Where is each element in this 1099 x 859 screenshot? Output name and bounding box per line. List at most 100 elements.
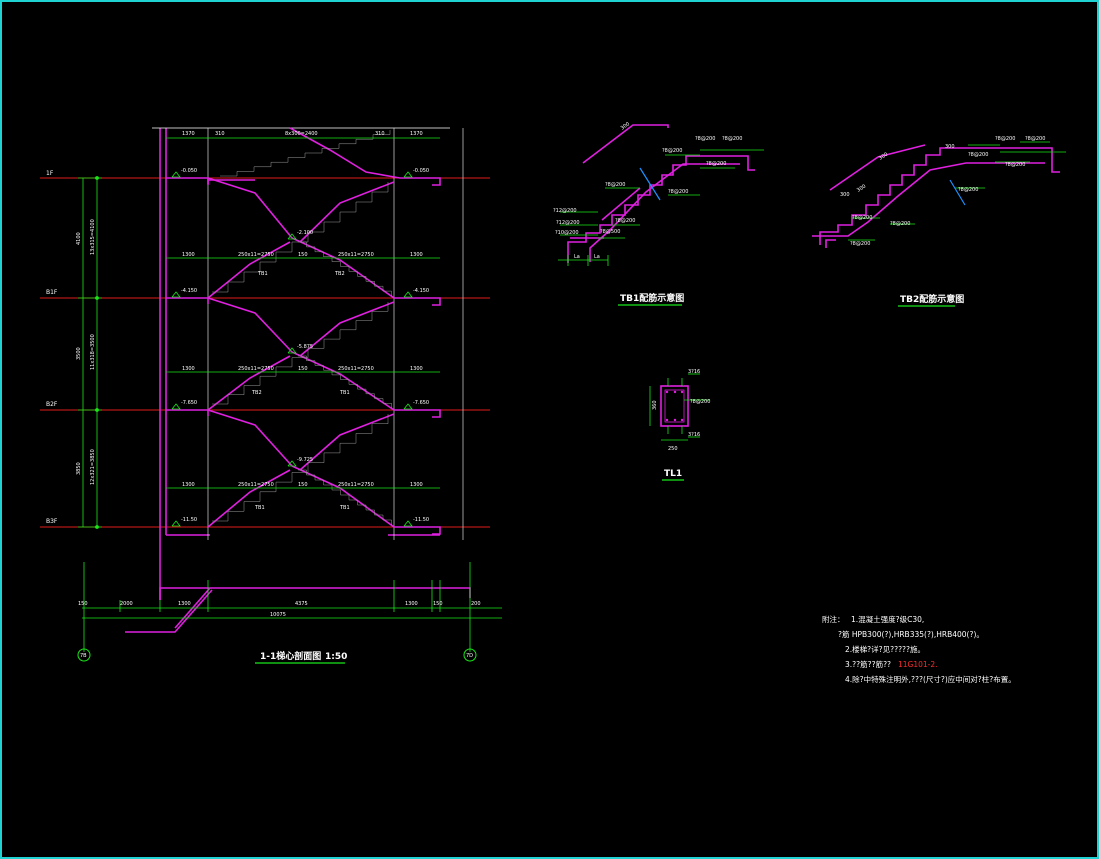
tb1-label-1: 300 bbox=[620, 121, 631, 131]
tb1-label-2: ?8@200 bbox=[695, 136, 715, 142]
stair-flights bbox=[166, 127, 441, 535]
tb2-label-1: 300 bbox=[878, 152, 889, 162]
flight-top bbox=[289, 127, 441, 186]
row-dim-c4: 250x11=2750 bbox=[338, 482, 374, 488]
bottom-dim-7: 200 bbox=[471, 601, 481, 607]
tl1-title: TL1 bbox=[664, 469, 682, 479]
row-dim-a1: 1300 bbox=[182, 252, 195, 258]
section-title: 1-1梯心剖面图 bbox=[260, 650, 321, 662]
note-item-5: 4.除?中特殊注明外,???(尺寸?)应中间对?柱?布置。 bbox=[845, 674, 1016, 684]
stair-hatch bbox=[212, 130, 392, 525]
vertical-dims bbox=[78, 176, 102, 529]
tl1-bottom-bar: 3?16 bbox=[688, 432, 700, 438]
flight-b-1 bbox=[291, 351, 395, 411]
elev-left-b2f: -7.650 bbox=[181, 400, 197, 406]
row-dim-a4: 250x11=2750 bbox=[338, 252, 374, 258]
top-dim-1: 1370 bbox=[182, 131, 195, 137]
flight-a-0 bbox=[207, 177, 293, 239]
foundation bbox=[125, 587, 471, 633]
note-item-4: 3.??筋??筋?? bbox=[845, 659, 891, 669]
elev-landing-3: -9.725 bbox=[297, 457, 313, 463]
top-dim-5: 1370 bbox=[410, 131, 423, 137]
stair-label-5: TB1 bbox=[254, 505, 265, 511]
tb1-label-9: ?8@200 bbox=[605, 182, 625, 188]
section-scale: 1:50 bbox=[325, 652, 347, 662]
row-dim-a2: 250x11=2750 bbox=[238, 252, 274, 258]
height-detail-3: 12x321=3850 bbox=[90, 449, 96, 485]
row-dim-c1: 1300 bbox=[182, 482, 195, 488]
tb2-label-9: ?8@200 bbox=[958, 187, 978, 193]
tb2-detail: 300 300 300 300 ?8@200 ?8@200 ?8@200 ?8@… bbox=[812, 136, 1066, 307]
walls bbox=[159, 128, 440, 600]
elev-landing-1: -2.100 bbox=[297, 230, 313, 236]
axis-right-label: 7D bbox=[466, 653, 473, 659]
flight-c-0 bbox=[299, 181, 395, 243]
row-dim-b1: 1300 bbox=[182, 366, 195, 372]
tl1-detail: 3?16 ?8@200 3?16 360 250 TL1 bbox=[649, 369, 710, 481]
elev-left-1f: -0.050 bbox=[181, 168, 197, 174]
floor-label-1f: 1F bbox=[46, 170, 54, 177]
bottom-dim-5: 1300 bbox=[405, 601, 418, 607]
bottom-dim-4: 4375 bbox=[295, 601, 308, 607]
axis-left-label: 7B bbox=[80, 653, 87, 659]
axis-bubbles bbox=[77, 648, 477, 662]
note-item-3: 2.楼梯?详?见?????施。 bbox=[845, 644, 925, 654]
stair-label-3: TB2 bbox=[251, 390, 262, 396]
stair-label-6: TB1 bbox=[339, 505, 350, 511]
tb1-la-2: La bbox=[594, 254, 600, 260]
tb2-label-7: ?8@200 bbox=[968, 152, 988, 158]
flight-d-0 bbox=[207, 241, 291, 299]
note-highlight: 11G101-2. bbox=[898, 660, 938, 669]
floor-label-b1f: B1F bbox=[46, 289, 58, 296]
tb1-label-4: ?8@200 bbox=[662, 148, 682, 154]
flight-a-2 bbox=[207, 409, 293, 467]
tb2-label-12: ?8@200 bbox=[850, 241, 870, 247]
height-dim-1: 4100 bbox=[76, 232, 82, 245]
floor-label-b2f: B2F bbox=[46, 401, 58, 408]
row-dim-b4: 250x11=2750 bbox=[338, 366, 374, 372]
tb2-label-5: ?8@200 bbox=[995, 136, 1015, 142]
top-dim-4: 310 bbox=[375, 131, 385, 137]
elev-right-3: -7.650 bbox=[413, 400, 429, 406]
landing-slab-0 bbox=[166, 177, 209, 184]
height-dim-2: 3500 bbox=[76, 347, 82, 360]
top-dim-2: 310 bbox=[215, 131, 225, 137]
elev-right-1: -0.050 bbox=[413, 168, 429, 174]
row-dim-c2: 250x11=2750 bbox=[238, 482, 274, 488]
floor-lines bbox=[40, 177, 490, 528]
tb1-label-3: ?8@200 bbox=[722, 136, 742, 142]
row-dim-b5: 1300 bbox=[410, 366, 423, 372]
landing-slab-1 bbox=[166, 297, 209, 304]
height-detail-1: 13x315=4100 bbox=[90, 219, 96, 255]
stair-label-2: TB2 bbox=[334, 271, 345, 277]
row-dim-b3: 150 bbox=[298, 366, 308, 372]
elev-right-4: -11.50 bbox=[413, 517, 429, 523]
landing-slab-r-0 bbox=[394, 297, 441, 306]
row-dim-c3: 150 bbox=[298, 482, 308, 488]
row-dim-a5: 1300 bbox=[410, 252, 423, 258]
bottom-dims bbox=[82, 562, 502, 652]
tb2-label-11: ?8@200 bbox=[890, 221, 910, 227]
tl1-top-bar: 3?16 bbox=[688, 369, 700, 375]
tl1-stirrup: ?8@200 bbox=[690, 399, 710, 405]
top-run: 8x300=2400 bbox=[285, 131, 318, 137]
tb2-label-8: ?8@200 bbox=[1005, 162, 1025, 168]
note-item-1: 1.混凝土强度?级C30, bbox=[851, 614, 924, 624]
section-1-1: 1F B1F B2F B3F 4100 3500 3850 13x315=410… bbox=[40, 127, 502, 664]
bottom-dim-1: 150 bbox=[78, 601, 88, 607]
tb2-label-6: ?8@200 bbox=[1025, 136, 1045, 142]
tl1-height: 360 bbox=[652, 400, 658, 410]
flight-c-1 bbox=[299, 301, 395, 357]
tb1-label-6: ?12@200 bbox=[553, 208, 577, 214]
stair-label-4: TB1 bbox=[339, 390, 350, 396]
tb1-label-10: ?8@200 bbox=[668, 189, 688, 195]
stair-label-1: TB1 bbox=[257, 271, 268, 277]
flight-a-1 bbox=[207, 297, 293, 353]
tb1-title: TB1配筋示意图 bbox=[620, 292, 684, 304]
grid-verticals bbox=[207, 128, 464, 540]
tb1-label-7: ?12@200 bbox=[556, 220, 580, 226]
landing-slab-r-2 bbox=[394, 526, 441, 535]
landing-slab-r-1 bbox=[394, 409, 441, 418]
row-dim-b2: 250x11=2750 bbox=[238, 366, 274, 372]
bottom-dim-3: 1300 bbox=[178, 601, 191, 607]
